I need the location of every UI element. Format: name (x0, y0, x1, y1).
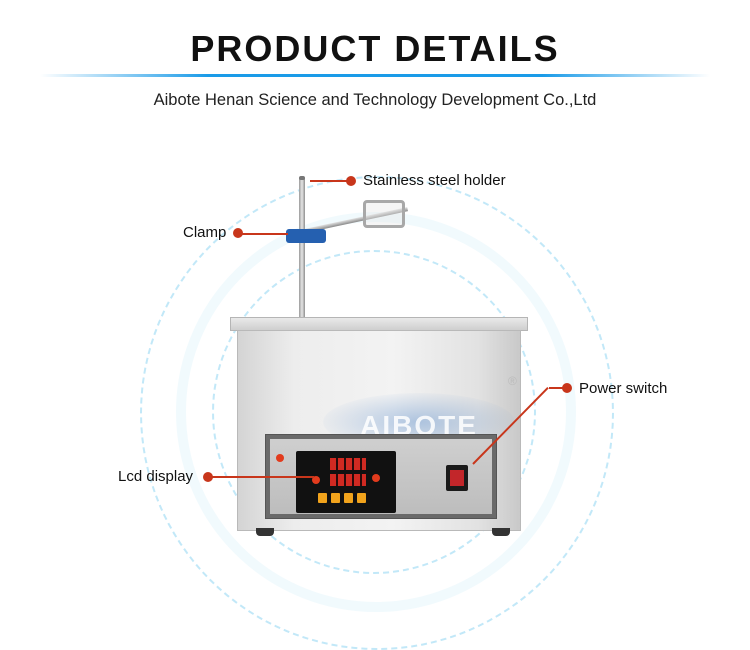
controller-button-4 (357, 493, 366, 503)
holder-callout-line (310, 180, 352, 182)
power-switch-label: Power switch (579, 380, 668, 397)
indicator-light-red (312, 476, 320, 484)
registered-mark: ® (508, 374, 517, 388)
power-switch-rocker (450, 470, 464, 486)
controller-button-2 (331, 493, 340, 503)
controller-button-3 (344, 493, 353, 503)
clamp-callout-dot (233, 228, 243, 238)
lcd-display-label: Lcd display (118, 468, 194, 485)
page-title: PRODUCT DETAILS (190, 28, 560, 69)
lcd-callout-dot (203, 472, 213, 482)
machine-lid (230, 317, 528, 331)
clamp-jaw (363, 200, 405, 228)
power-switch-callout-line (549, 387, 565, 389)
clamp-label: Clamp (183, 224, 227, 241)
lcd-readout-bottom (330, 474, 366, 486)
machine-foot-left (256, 528, 274, 536)
indicator-light-right (372, 474, 380, 482)
lcd-readout-top (330, 458, 366, 470)
power-switch-callout-dot (562, 383, 572, 393)
machine-foot-right (492, 528, 510, 536)
holder-rod-cap (299, 176, 305, 180)
holder-callout-dot (346, 176, 356, 186)
holder-label: Stainless steel holder (363, 172, 506, 189)
title-underline (40, 74, 710, 77)
indicator-light-left (276, 454, 284, 462)
company-name: Aibote Henan Science and Technology Deve… (153, 91, 597, 109)
lcd-callout-line (210, 476, 314, 478)
clamp-block (286, 229, 326, 243)
decorative-ring-inner (212, 250, 536, 574)
clamp-callout-line (240, 233, 288, 235)
holder-rod (299, 178, 305, 323)
controller-button-1 (318, 493, 327, 503)
